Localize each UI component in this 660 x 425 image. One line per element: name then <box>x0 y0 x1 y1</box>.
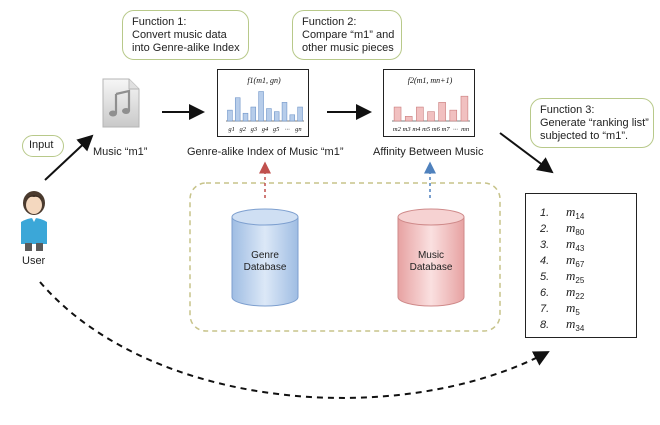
chart-bar <box>449 109 458 122</box>
ranking-item-4: 4.m67 <box>540 252 585 270</box>
function-2-title: Function 2: <box>302 16 357 28</box>
genre-database-line-2: Database <box>243 262 287 273</box>
chart-tick-label: m5 <box>422 126 431 133</box>
music-database-cylinder <box>397 208 465 307</box>
chart-bar <box>250 106 257 122</box>
ranking-list-box <box>525 193 637 338</box>
genre-index-label: Genre-alike Index of Music “m1” <box>187 146 344 158</box>
genre-database-cylinder <box>231 208 299 307</box>
ranking-item-3: 3.m43 <box>540 236 585 254</box>
genre-index-chart: f1(m1, gn) g1 g2 g3 g4 g5 ··· gn <box>217 69 309 137</box>
music-database-label: Music Database <box>398 250 464 274</box>
music-database-line-2: Database <box>409 262 453 273</box>
music-database-line-1: Music <box>417 250 445 261</box>
chart-tick-label: ··· <box>453 126 458 133</box>
ranking-item-8: 8.m34 <box>540 316 585 334</box>
chart-tick-label: gn <box>295 126 302 133</box>
arrow-affinity-to-ranking <box>499 132 554 174</box>
chart-tick-label: g5 <box>273 126 280 133</box>
user-label: User <box>22 255 46 267</box>
chart-tick-label: m2 <box>393 126 402 133</box>
chart-title: f1(m1, gn) <box>247 76 281 85</box>
arrow-user-to-ranking <box>39 281 550 399</box>
ranking-item-7: 7.m5 <box>540 300 580 318</box>
chart-bar <box>460 95 469 122</box>
genre-database-label: Genre Database <box>232 250 298 274</box>
function-3-line-2: subjected to “m1”. <box>540 130 629 142</box>
function-1-title: Function 1: <box>132 16 187 28</box>
chart-bar <box>227 109 233 122</box>
user-avatar-icon <box>21 191 47 251</box>
chart-bar <box>297 106 303 122</box>
chart-bar <box>289 114 296 122</box>
chart-tick-label: g1 <box>228 126 235 133</box>
chart-bar <box>416 106 424 122</box>
chart-bar <box>281 102 288 122</box>
chart-tick-label: m3 <box>403 126 412 133</box>
input-label: Input <box>29 139 54 151</box>
ranking-item-1: 1.m14 <box>540 204 585 222</box>
function-2-line-2: other music pieces <box>302 42 394 54</box>
chart-tick-label: mn <box>461 126 469 133</box>
chart-title: f2(m1, mn+1) <box>408 76 453 85</box>
function-2-line-1: Compare “m1” and <box>302 29 395 41</box>
chart-bar <box>427 111 435 122</box>
genre-database-line-1: Genre <box>251 250 279 261</box>
chart-bar <box>438 102 446 122</box>
chart-bar <box>393 106 402 122</box>
function-3-title: Function 3: <box>540 104 595 116</box>
chart-tick-label: m4 <box>412 126 421 133</box>
music-label: Music “m1” <box>93 146 148 158</box>
database-region <box>189 182 501 332</box>
function-3-callout: Function 3: Generate “ranking list” subj… <box>530 98 654 148</box>
ranking-item-6: 6.m22 <box>540 284 585 302</box>
function-1-line-1: Convert music data <box>132 29 227 41</box>
chart-tick-label: ··· <box>285 126 290 133</box>
chart-bar <box>266 108 272 122</box>
chart-bar <box>242 112 249 122</box>
chart-tick-label: m7 <box>442 126 451 133</box>
chart-tick-label: g2 <box>239 126 246 133</box>
music-file-icon <box>102 78 140 128</box>
chart-bar <box>273 111 280 122</box>
function-2-callout: Function 2: Compare “m1” and other music… <box>292 10 402 60</box>
input-callout: Input <box>22 135 64 157</box>
genre-index-bars: f1(m1, gn) g1 g2 g3 g4 g5 ··· gn <box>226 76 304 133</box>
arrow-user-to-music <box>44 134 94 181</box>
function-3-line-1: Generate “ranking list” <box>540 117 649 129</box>
chart-tick-label: g4 <box>262 126 269 133</box>
ranking-item-2: 2.m80 <box>540 220 585 238</box>
chart-bar <box>234 97 241 122</box>
ranking-item-5: 5.m25 <box>540 268 585 286</box>
affinity-label: Affinity Between Music <box>373 146 484 158</box>
chart-tick-label: m6 <box>432 126 441 133</box>
chart-bar <box>258 91 264 122</box>
chart-bar <box>404 116 413 122</box>
function-1-callout: Function 1: Convert music data into Genr… <box>122 10 249 60</box>
chart-tick-label: g3 <box>251 126 258 133</box>
function-1-line-2: into Genre-alike Index <box>132 42 240 54</box>
